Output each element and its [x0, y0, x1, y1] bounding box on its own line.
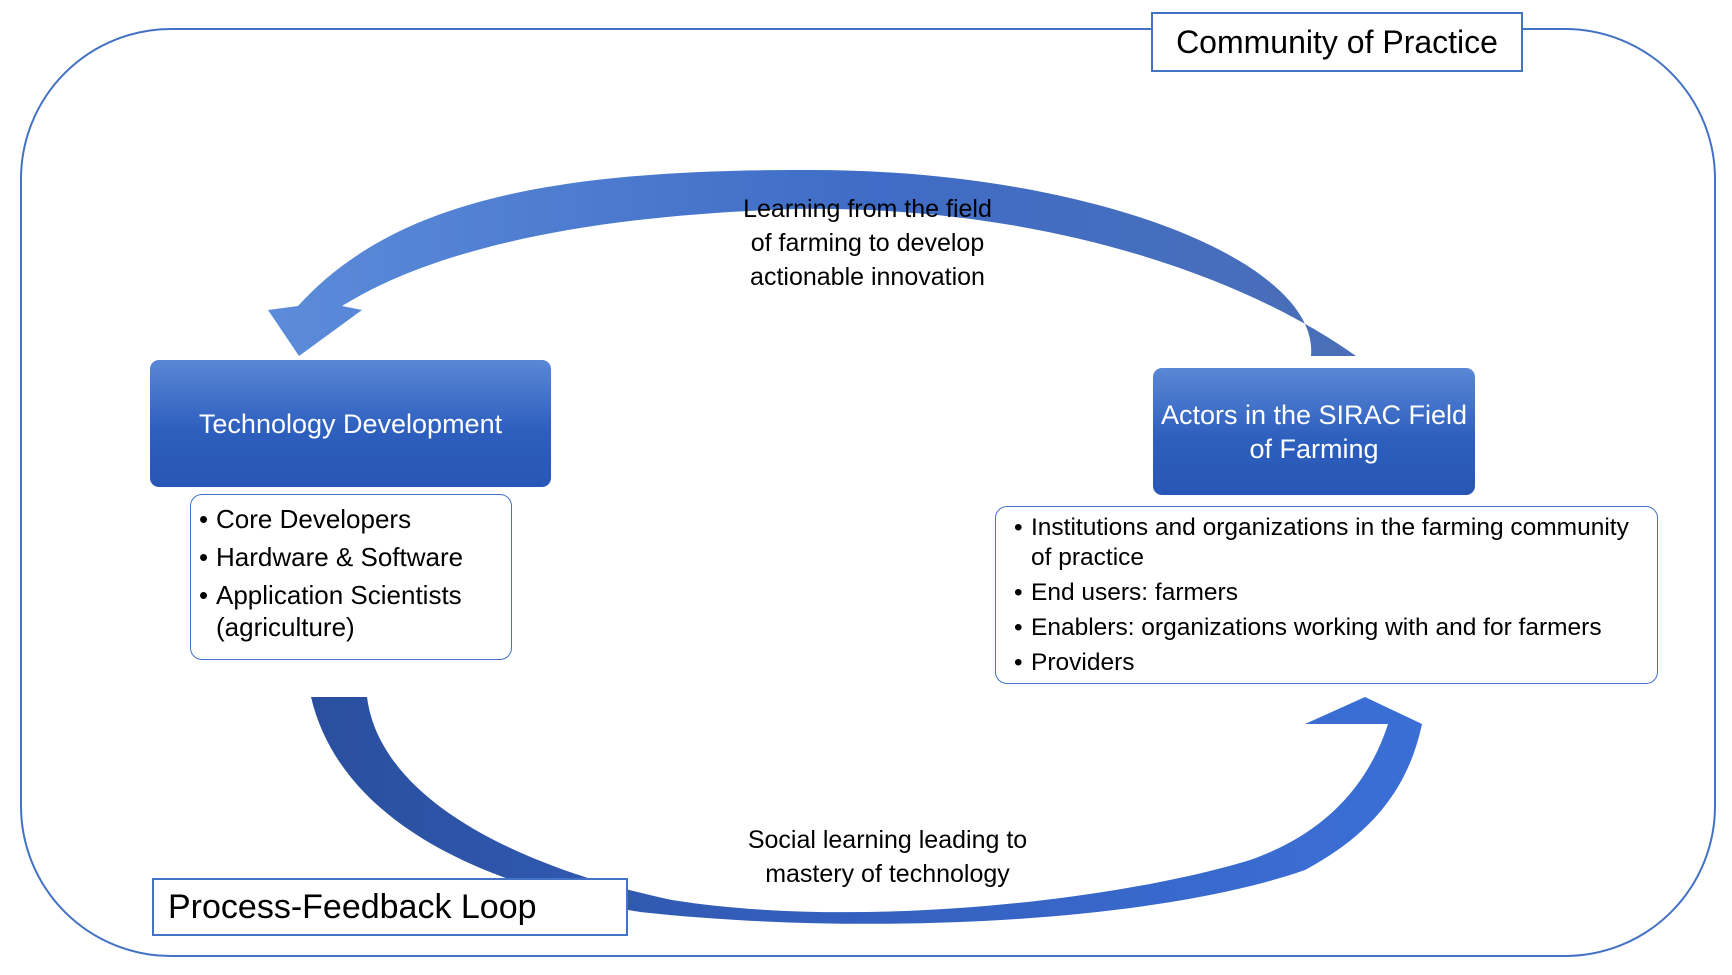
community-of-practice-text: Community of Practice [1176, 23, 1498, 60]
top-feedback-arrow [268, 169, 1356, 356]
bullet-icon: • [1014, 579, 1023, 606]
list-item: • Enablers: organizations working with a… [1014, 613, 1649, 643]
list-item-text: Institutions and organizations in the fa… [1031, 514, 1629, 571]
list-item-text: Application Scientists (agriculture) [216, 580, 462, 642]
list-item-text: Providers [1031, 649, 1135, 676]
list-item: • Core Developers [199, 503, 503, 535]
bullet-icon: • [199, 504, 209, 534]
process-feedback-loop-label: Process-Feedback Loop [152, 878, 628, 936]
list-item: • Institutions and organizations in the … [1014, 513, 1649, 573]
bullet-icon: • [1014, 514, 1023, 541]
list-item-text: Hardware & Software [216, 542, 464, 572]
list-item: • Hardware & Software [199, 541, 503, 573]
bottom-flow-caption: Social learning leading to mastery of te… [747, 826, 1028, 888]
community-frame [20, 28, 1716, 957]
technology-development-title: Technology Development [198, 408, 503, 439]
list-item: • Application Scientists (agriculture) [199, 579, 503, 643]
sirac-actors-title: Actors in the SIRAC Field of Farming [1160, 399, 1468, 464]
bullet-icon: • [1014, 649, 1023, 676]
list-item: • Providers [1014, 648, 1649, 678]
technology-development-node: Technology Development [150, 360, 551, 487]
top-flow-caption: Learning from the field of farming to de… [743, 195, 992, 291]
bullet-icon: • [1014, 614, 1023, 641]
list-item: • End users: farmers [1014, 578, 1649, 608]
sirac-actors-list: • Institutions and organizations in the … [995, 506, 1658, 684]
sirac-actors-node: Actors in the SIRAC Field of Farming [1153, 368, 1475, 495]
bullet-icon: • [199, 580, 209, 610]
technology-actors-list: • Core Developers • Hardware & Software … [190, 494, 512, 660]
community-of-practice-label: Community of Practice [1151, 12, 1523, 72]
list-item-text: End users: farmers [1031, 579, 1238, 606]
bullet-icon: • [199, 542, 209, 572]
process-feedback-loop-text: Process-Feedback Loop [168, 887, 537, 926]
list-item-text: Enablers: organizations working with and… [1031, 614, 1602, 641]
list-item-text: Core Developers [216, 504, 412, 534]
